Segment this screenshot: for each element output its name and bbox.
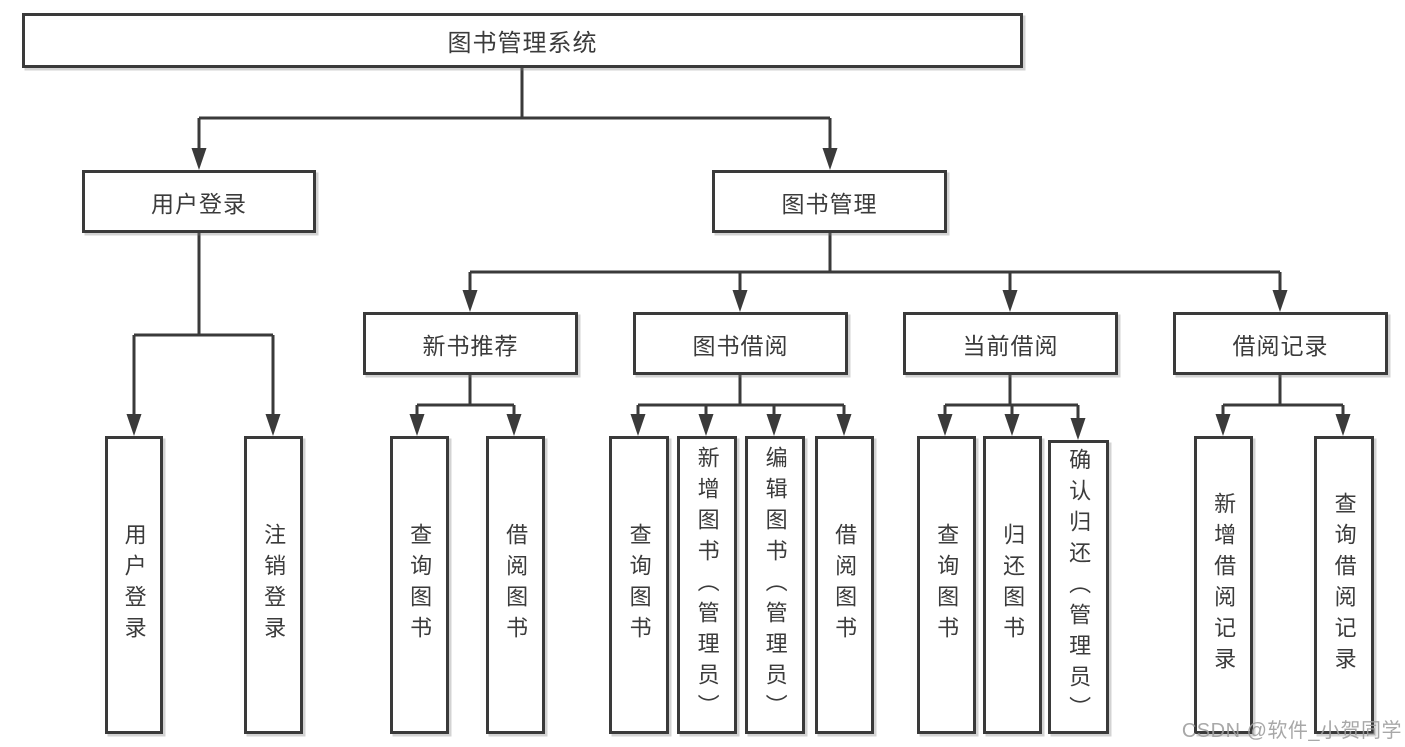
node-book-borrowing: 图书借阅 — [633, 312, 848, 375]
node-book-borrowing-label: 图书借阅 — [692, 332, 789, 359]
leaf-query-books-label: 查询图书 — [934, 523, 960, 647]
leaf-confirm-return-admin-label: 确认归还（管理员） — [1066, 447, 1092, 727]
leaf-add-book-admin-label: 新增图书（管理员） — [694, 445, 720, 725]
leaf-query-borrow-record: 查询借阅记录 — [1314, 436, 1374, 734]
node-new-book-recommendation: 新书推荐 — [363, 312, 578, 375]
leaf-logout: 注销登录 — [244, 436, 303, 734]
leaf-logout-label: 注销登录 — [261, 523, 287, 647]
leaf-borrow-books-label: 借阅图书 — [832, 523, 858, 647]
leaf-borrow-books-label: 借阅图书 — [503, 523, 529, 647]
node-user-login: 用户登录 — [82, 170, 316, 233]
node-root: 图书管理系统 — [22, 13, 1023, 68]
node-book-management-label: 图书管理 — [781, 190, 878, 217]
node-borrowing-records-label: 借阅记录 — [1232, 332, 1329, 359]
node-current-borrowing-label: 当前借阅 — [962, 332, 1059, 359]
node-new-book-recommendation-label: 新书推荐 — [422, 332, 519, 359]
node-root-label: 图书管理系统 — [447, 30, 598, 57]
leaf-user-login: 用户登录 — [105, 436, 163, 734]
node-book-management: 图书管理 — [712, 170, 947, 233]
leaf-query-books-label: 查询图书 — [626, 523, 652, 647]
leaf-query-books: 查询图书 — [609, 436, 669, 734]
leaf-user-login-label: 用户登录 — [121, 523, 147, 647]
csdn-watermark: CSDN @软件_小贺同学 — [1181, 720, 1402, 742]
leaf-query-borrow-record-label: 查询借阅记录 — [1331, 492, 1357, 678]
leaf-borrow-books: 借阅图书 — [486, 436, 545, 734]
node-user-login-label: 用户登录 — [151, 190, 247, 217]
leaf-return-books-label: 归还图书 — [1000, 523, 1026, 647]
leaf-add-borrow-record-label: 新增借阅记录 — [1211, 492, 1237, 678]
leaf-add-borrow-record: 新增借阅记录 — [1194, 436, 1253, 734]
leaf-confirm-return-admin: 确认归还（管理员） — [1048, 440, 1109, 734]
leaf-query-books: 查询图书 — [390, 436, 449, 734]
leaf-edit-book-admin-label: 编辑图书（管理员） — [762, 445, 788, 725]
node-current-borrowing: 当前借阅 — [903, 312, 1118, 375]
leaf-return-books: 归还图书 — [983, 436, 1042, 734]
node-borrowing-records: 借阅记录 — [1173, 312, 1388, 375]
leaf-query-books: 查询图书 — [917, 436, 976, 734]
leaf-add-book-admin: 新增图书（管理员） — [677, 436, 737, 734]
leaf-edit-book-admin: 编辑图书（管理员） — [745, 436, 805, 734]
leaf-query-books-label: 查询图书 — [407, 523, 433, 647]
leaf-borrow-books: 借阅图书 — [815, 436, 874, 734]
